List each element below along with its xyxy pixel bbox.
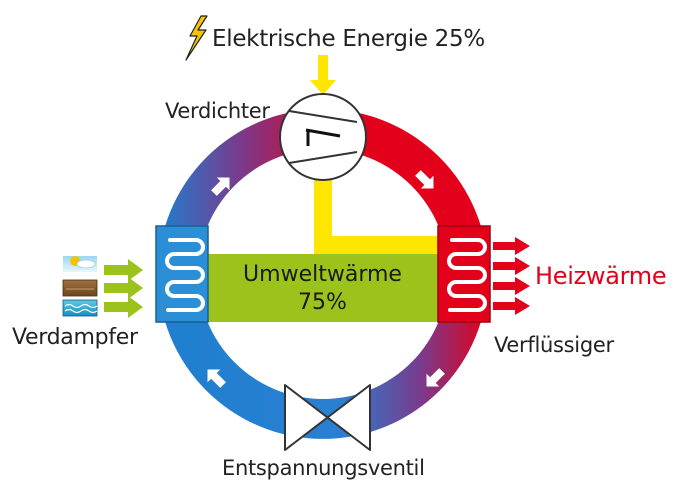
electric-energy-line: [314, 178, 444, 254]
expansion-valve-symbol: [284, 384, 371, 451]
condenser-label: Verflüssiger: [494, 333, 614, 357]
environment-heat-band: [205, 254, 440, 322]
compressor-inlet-edge: [288, 110, 358, 123]
heat-output-arrows: [493, 237, 530, 315]
refrigerant-loop-upper: [158, 109, 488, 274]
compressor-label: Verdichter: [165, 99, 270, 123]
flow-arrow-lower-left: [207, 369, 226, 388]
weather-icon: [63, 256, 97, 272]
energy-input-arrow: [310, 55, 336, 95]
soil-icon: [62, 279, 98, 297]
compressor-shaft: [305, 128, 341, 146]
lightning-icon: [185, 15, 208, 61]
refrigerant-loop-lower: [158, 274, 488, 439]
environment-heat-percent: 75%: [298, 290, 347, 315]
flow-arrow-upper-left: [211, 177, 230, 196]
flow-arrow-lower-right: [426, 368, 445, 387]
compressor-symbol: [279, 93, 367, 181]
evaporator-label: Verdampfer: [12, 325, 138, 350]
flow-arrow-upper-right: [415, 170, 434, 189]
environment-heat-label: Umweltwärme: [243, 262, 402, 287]
expansion-valve-label: Entspannungsventil: [222, 456, 425, 480]
compressor-outlet-edge: [288, 151, 358, 164]
water-icon: [62, 299, 98, 317]
heating-heat-label: Heizwärme: [535, 262, 667, 290]
condenser-coil: [447, 238, 487, 312]
environment-input-arrows: [104, 259, 143, 318]
evaporator-coil: [165, 238, 205, 312]
electric-energy-label: Elektrische Energie 25%: [212, 26, 485, 52]
